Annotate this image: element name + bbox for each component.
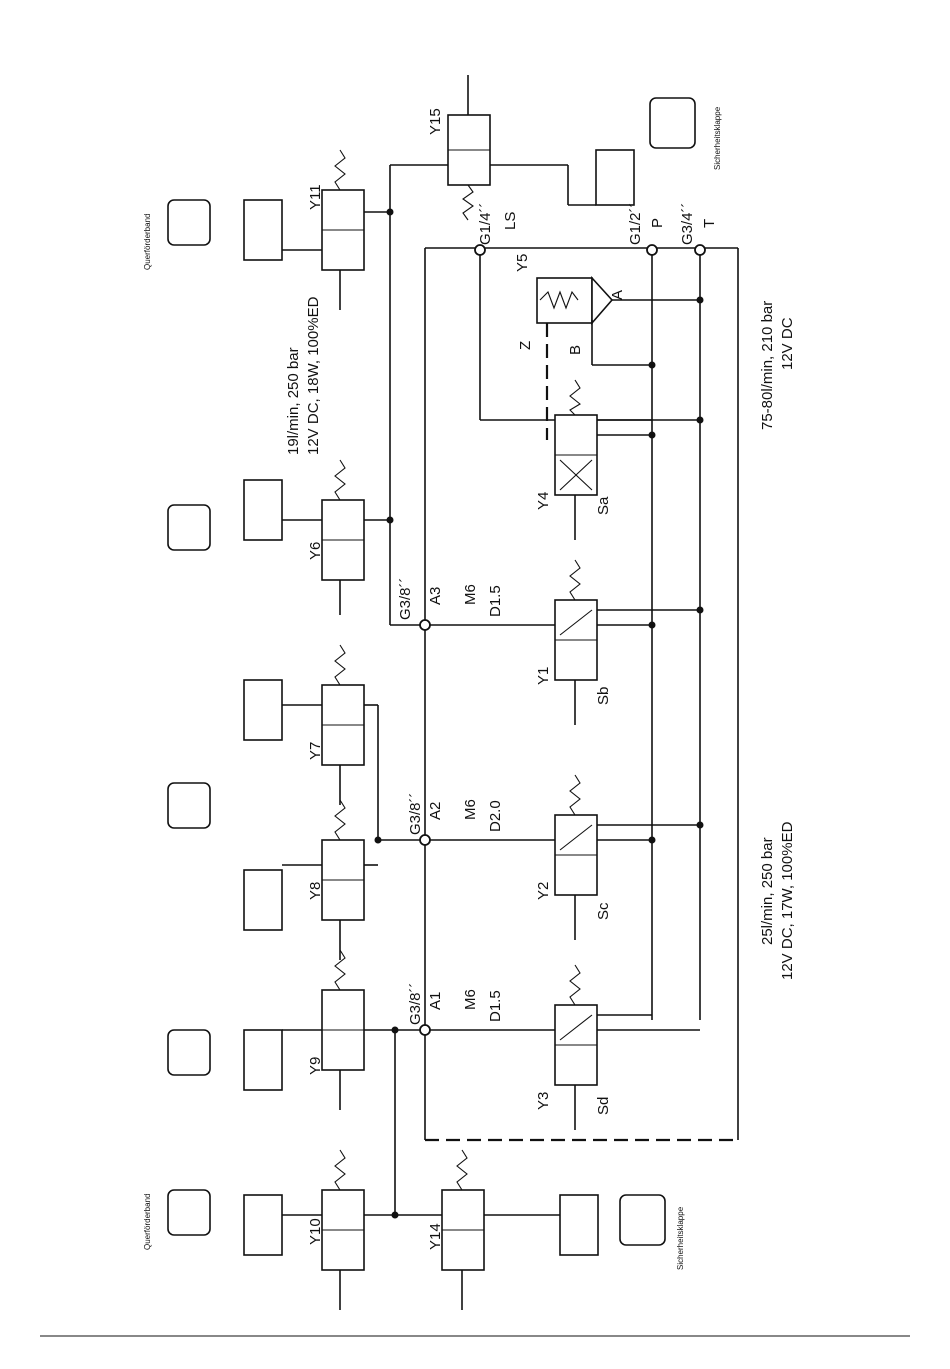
label-y11: Y11: [307, 184, 324, 210]
valve-y11: Y11: [243, 149, 365, 310]
label-y5: Y5: [514, 254, 531, 272]
spec-labels: 19l/min, 250 bar 12V DC, 18W, 100%ED 25l…: [285, 296, 796, 980]
label-ls: LS: [502, 212, 519, 230]
label-a1: A1: [427, 992, 444, 1010]
valve-y15: Y15: [390, 75, 635, 221]
label-y15: Y15: [427, 108, 444, 135]
label-g14: G1/4´´: [477, 202, 494, 245]
caption-left: Querförderband: [143, 1194, 152, 1250]
label-a3: A3: [427, 587, 444, 605]
label-a2: A2: [427, 802, 444, 820]
label-y2: Y2: [535, 882, 552, 900]
label-y14: Y14: [427, 1223, 444, 1250]
label-a: A: [609, 290, 626, 300]
caption-right: Querförderband: [143, 214, 152, 270]
valve-y1: Y1 Sb: [425, 559, 700, 725]
label-y10: Y10: [307, 1218, 324, 1245]
valve-y8: Y8: [243, 799, 365, 960]
label-g38-a2: G3/8´´: [407, 792, 424, 835]
spec-pump-line2: 12V DC: [779, 317, 796, 370]
conveyor-icon: [167, 504, 211, 551]
label-d-a3: D1.5: [487, 585, 504, 617]
label-sc: Sc: [595, 902, 612, 920]
valve-y6: Y6: [243, 459, 365, 615]
safety-flap-icon: [649, 97, 696, 149]
label-d-a1: D1.5: [487, 990, 504, 1022]
label-y8: Y8: [307, 882, 324, 900]
label-sa: Sa: [595, 496, 612, 515]
label-p: P: [649, 218, 666, 228]
label-y6: Y6: [307, 542, 324, 560]
label-m6-a2: M6: [462, 799, 479, 820]
valve-y3: Y3 Sd: [425, 964, 700, 1130]
spec-bottom-line2: 12V DC, 17W, 100%ED: [779, 821, 796, 980]
spec-top-line2: 12V DC, 18W, 100%ED: [305, 296, 322, 455]
label-m6-a3: M6: [462, 584, 479, 605]
spec-pump-line1: 75-80l/min, 210 bar: [759, 301, 776, 430]
valve-y10: Y10: [243, 1149, 365, 1310]
caption-flap-right: Sicherheitsklappe: [713, 106, 722, 170]
valve-y5: Y5 A B Z: [514, 254, 700, 440]
conveyor-icon: [167, 1029, 211, 1076]
top-manifold-lines: [364, 165, 442, 1219]
port-markers: [419, 244, 706, 1036]
label-t: T: [701, 219, 718, 228]
label-m6-a1: M6: [462, 989, 479, 1010]
valve-y7: Y7: [243, 644, 365, 805]
label-sb: Sb: [595, 687, 612, 705]
valve-y14: Y14: [427, 1149, 599, 1310]
label-sd: Sd: [595, 1097, 612, 1115]
spec-top-line1: 19l/min, 250 bar: [285, 347, 302, 455]
conveyor-icon: [167, 199, 211, 246]
label-b: B: [567, 345, 584, 355]
conveyor-icon: [167, 1189, 211, 1236]
spec-bottom-line1: 25l/min, 250 bar: [759, 837, 776, 945]
port-labels: G3/8´´ A1 M6 D1.5 G3/8´´ A2 M6 D2.0 G3/8…: [397, 202, 718, 1025]
conveyor-icon: [167, 782, 211, 829]
valve-y9: Y9: [243, 949, 365, 1110]
label-y7: Y7: [307, 742, 324, 760]
valve-y2: Y2 Sc: [425, 774, 700, 940]
label-y9: Y9: [307, 1057, 324, 1075]
label-g38-a1: G3/8´´: [407, 982, 424, 1025]
label-d-a2: D2.0: [487, 800, 504, 832]
icons: Querförderband Querförderband Sicherheit…: [143, 97, 722, 1270]
label-g38-a3: G3/8´´: [397, 577, 414, 620]
label-z: Z: [517, 341, 534, 350]
label-g34: G3/4´´: [679, 202, 696, 245]
label-g12: G1/2´´: [627, 202, 644, 245]
label-y4: Y4: [535, 492, 552, 510]
caption-flap-left: Sicherheitsklappe: [676, 1206, 685, 1270]
label-y1: Y1: [535, 667, 552, 685]
label-y3: Y3: [535, 1092, 552, 1110]
safety-flap-icon: [619, 1194, 666, 1246]
valve-y4: Y4 Sa: [535, 379, 652, 540]
